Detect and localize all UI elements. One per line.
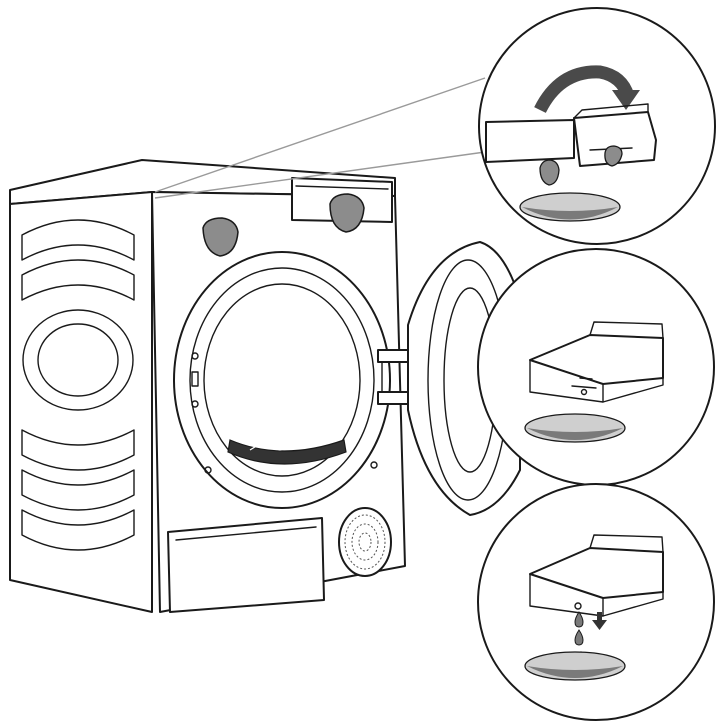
water-container-icon <box>529 321 664 403</box>
side-panel-pattern <box>21 219 135 551</box>
step-2-circle <box>477 248 715 486</box>
step-1-circle <box>478 7 716 245</box>
water-basin <box>524 413 626 443</box>
dryer-body <box>9 159 521 613</box>
step-3-circle <box>477 483 715 721</box>
door-opening <box>173 251 391 509</box>
water-container-icon <box>529 534 664 617</box>
rotate-arrow-icon <box>534 65 640 114</box>
water-basin <box>519 192 621 222</box>
water-basin <box>524 651 626 681</box>
bottom-panel <box>167 517 325 613</box>
callout-lines <box>154 77 486 199</box>
container-knob <box>202 193 365 257</box>
down-arrow-icon <box>592 612 607 630</box>
air-vent <box>338 507 392 577</box>
water-container-icon <box>573 103 657 167</box>
